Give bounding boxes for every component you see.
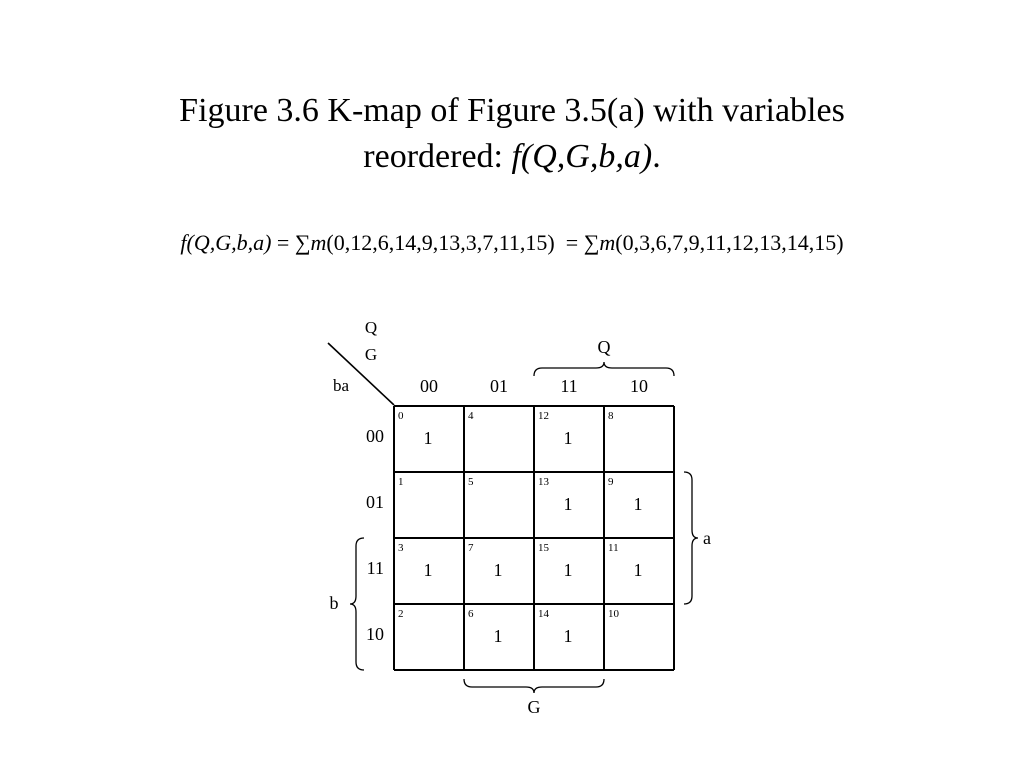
cell-minterm-index: 14 — [538, 608, 550, 620]
cell-minterm-index: 0 — [398, 410, 404, 422]
title-line-2: reordered: f(Q,G,b,a). — [0, 134, 1024, 180]
cell-value: 1 — [564, 494, 573, 514]
cell-value: 1 — [424, 560, 433, 580]
kmap-column-label: 01 — [490, 376, 508, 396]
cell-value: 1 — [634, 560, 643, 580]
figure-title: Figure 3.6 K-map of Figure 3.5(a) with v… — [0, 88, 1024, 180]
brace-label-g: G — [528, 697, 541, 717]
kmap-corner-label-ba: ba — [333, 376, 350, 395]
formula-minterm-list-2: (0,3,6,7,9,11,12,13,14,15) — [615, 230, 844, 255]
title-function: f(Q,G,b,a) — [511, 138, 653, 175]
formula-m-2: m — [599, 230, 616, 255]
cell-minterm-index: 11 — [608, 542, 619, 554]
cell-value: 1 — [564, 428, 573, 448]
cell-value: 1 — [494, 560, 503, 580]
brace-label-b: b — [330, 593, 339, 613]
cell-value: 1 — [424, 428, 433, 448]
formula-lhs: f(Q,G,b,a) — [180, 230, 272, 255]
kmap-row-label: 10 — [366, 624, 384, 644]
kmap-row-labels: 00 01 11 10 — [366, 426, 384, 644]
cell-minterm-index: 7 — [468, 542, 474, 554]
kmap-corner-label-q: Q — [365, 318, 377, 337]
cell-minterm-index: 1 — [398, 476, 404, 488]
cell-minterm-index: 5 — [468, 476, 474, 488]
cell-value: 1 — [564, 560, 573, 580]
kmap-row-label: 00 — [366, 426, 384, 446]
formula-minterm-list-1: (0,12,6,14,9,13,3,7,11,15) — [326, 230, 555, 255]
cell-minterm-index: 10 — [608, 608, 620, 620]
title-line-2-prefix: reordered: — [363, 138, 512, 175]
cell-minterm-index: 3 — [398, 542, 404, 554]
cell-value: 1 — [494, 626, 503, 646]
kmap-column-label: 00 — [420, 376, 438, 396]
kmap-row-label: 01 — [366, 492, 384, 512]
cell-minterm-index: 13 — [538, 476, 550, 488]
kmap-corner-label-g: G — [365, 345, 377, 364]
sigma-symbol-2: ∑ — [583, 230, 600, 255]
formula-equals-1: = — [271, 230, 295, 255]
kmap-column-label: 10 — [630, 376, 648, 396]
cell-minterm-index: 4 — [468, 410, 474, 422]
cell-value: 1 — [564, 626, 573, 646]
formula-m-1: m — [310, 230, 327, 255]
kmap-column-labels: 00 01 11 10 — [420, 376, 648, 396]
title-line-1: Figure 3.6 K-map of Figure 3.5(a) with v… — [179, 92, 845, 129]
brace-left-b — [349, 537, 365, 671]
sigma-symbol: ∑ — [294, 230, 311, 255]
brace-label-q: Q — [598, 337, 611, 357]
cell-minterm-index: 9 — [608, 476, 614, 488]
cell-minterm-index: 8 — [608, 410, 614, 422]
brace-top-q — [533, 361, 675, 377]
brace-label-a: a — [703, 528, 711, 548]
minterm-formula: f(Q,G,b,a) = ∑m(0,12,6,14,9,13,3,7,11,15… — [0, 230, 1024, 256]
kmap-column-label: 11 — [560, 376, 577, 396]
cell-minterm-index: 12 — [538, 410, 549, 422]
kmap-grid — [393, 405, 675, 671]
kmap-row-label: 11 — [367, 558, 384, 578]
title-line-2-suffix: . — [652, 138, 661, 175]
cell-minterm-index: 2 — [398, 608, 404, 620]
formula-equals-2: = — [554, 230, 584, 255]
brace-bottom-g — [463, 678, 605, 694]
cell-value: 1 — [634, 494, 643, 514]
cell-minterm-index: 15 — [538, 542, 550, 554]
cell-minterm-index: 6 — [468, 608, 474, 620]
brace-right-a — [683, 471, 699, 605]
kmap-corner-diagonal — [327, 342, 395, 406]
